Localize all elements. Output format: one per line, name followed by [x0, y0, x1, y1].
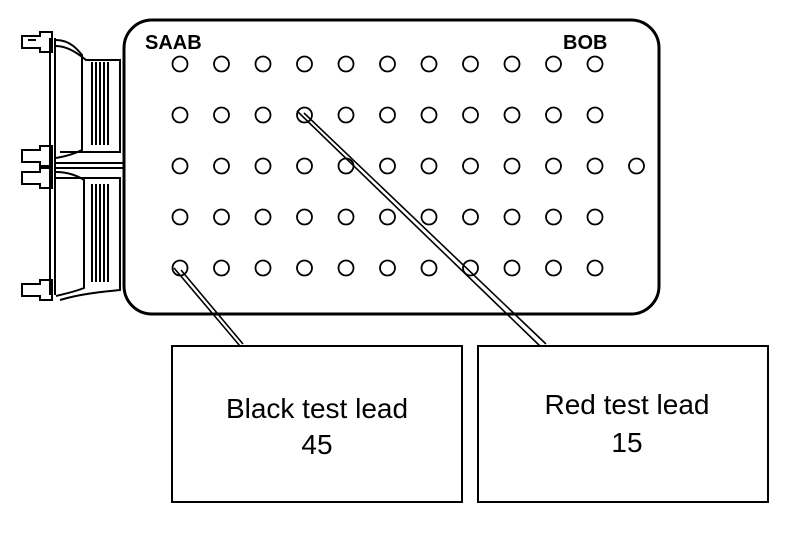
pin-hole — [462, 208, 479, 226]
pin-hole — [296, 208, 313, 226]
pin-hole — [503, 208, 521, 226]
brand-left-label: SAAB — [145, 32, 202, 54]
pin-hole — [420, 55, 438, 73]
callout-black-lead: Black test lead 45 — [171, 345, 463, 503]
pin-hole — [628, 157, 645, 175]
pin-hole — [213, 208, 230, 226]
pin-hole — [586, 55, 604, 73]
callout-black-lead-label: Black test lead — [226, 393, 408, 424]
red-lead-wire-inner — [303, 112, 547, 345]
pin-hole — [503, 106, 521, 124]
pin-hole — [545, 55, 562, 73]
pin-hole — [586, 106, 604, 124]
black-lead-wire-inner — [180, 269, 244, 345]
pin-hole — [171, 208, 189, 226]
callout-black-lead-pin: 45 — [301, 429, 332, 460]
pin-hole — [503, 157, 521, 175]
pin-hole — [213, 106, 230, 124]
pin-hole — [254, 259, 272, 277]
pin-hole — [420, 106, 438, 124]
pin-hole — [545, 106, 562, 124]
pin-hole — [254, 157, 272, 175]
pin-hole — [462, 157, 479, 175]
pin-hole — [503, 259, 521, 277]
pin-hole — [462, 55, 479, 73]
pin-hole — [337, 208, 355, 226]
pin-hole — [379, 208, 396, 226]
pin-hole — [379, 157, 396, 175]
pin-hole — [213, 55, 230, 73]
pin-grid — [171, 55, 645, 277]
pin-hole — [337, 157, 355, 175]
pin-hole — [254, 106, 272, 124]
pin-hole — [296, 157, 313, 175]
pin-hole — [379, 106, 396, 124]
black-lead-wire — [173, 267, 241, 347]
pin-hole — [545, 259, 562, 277]
pin-hole — [171, 55, 189, 73]
pin-hole — [296, 106, 313, 124]
pin-hole — [171, 106, 189, 124]
pin-hole — [337, 55, 355, 73]
callout-red-lead-label: Red test lead — [545, 389, 710, 420]
pin-hole — [545, 208, 562, 226]
leader-lines — [173, 110, 547, 347]
pin-hole — [586, 208, 604, 226]
pin-hole — [462, 106, 479, 124]
pin-hole — [296, 259, 313, 277]
pin-hole — [254, 55, 272, 73]
pin-hole — [213, 259, 230, 277]
pin-hole — [296, 55, 313, 73]
red-lead-wire — [296, 110, 541, 347]
pin-hole — [337, 106, 355, 124]
pin-hole — [213, 157, 230, 175]
pin-hole — [545, 157, 562, 175]
connector-assembly — [21, 31, 124, 301]
pin-hole — [503, 55, 521, 73]
pin-hole — [420, 157, 438, 175]
pin-hole — [337, 259, 355, 277]
pin-hole — [254, 208, 272, 226]
pin-hole — [586, 259, 604, 277]
pin-hole — [379, 259, 396, 277]
pin-hole — [171, 157, 189, 175]
pin-hole — [379, 55, 396, 73]
callout-red-lead: Red test lead 15 — [477, 345, 769, 503]
pin-hole — [586, 157, 604, 175]
pin-hole — [420, 208, 438, 226]
pin-hole — [420, 259, 438, 277]
callout-red-lead-pin: 15 — [611, 427, 642, 458]
pin-hole — [462, 259, 479, 277]
brand-right-label: BOB — [563, 32, 607, 54]
